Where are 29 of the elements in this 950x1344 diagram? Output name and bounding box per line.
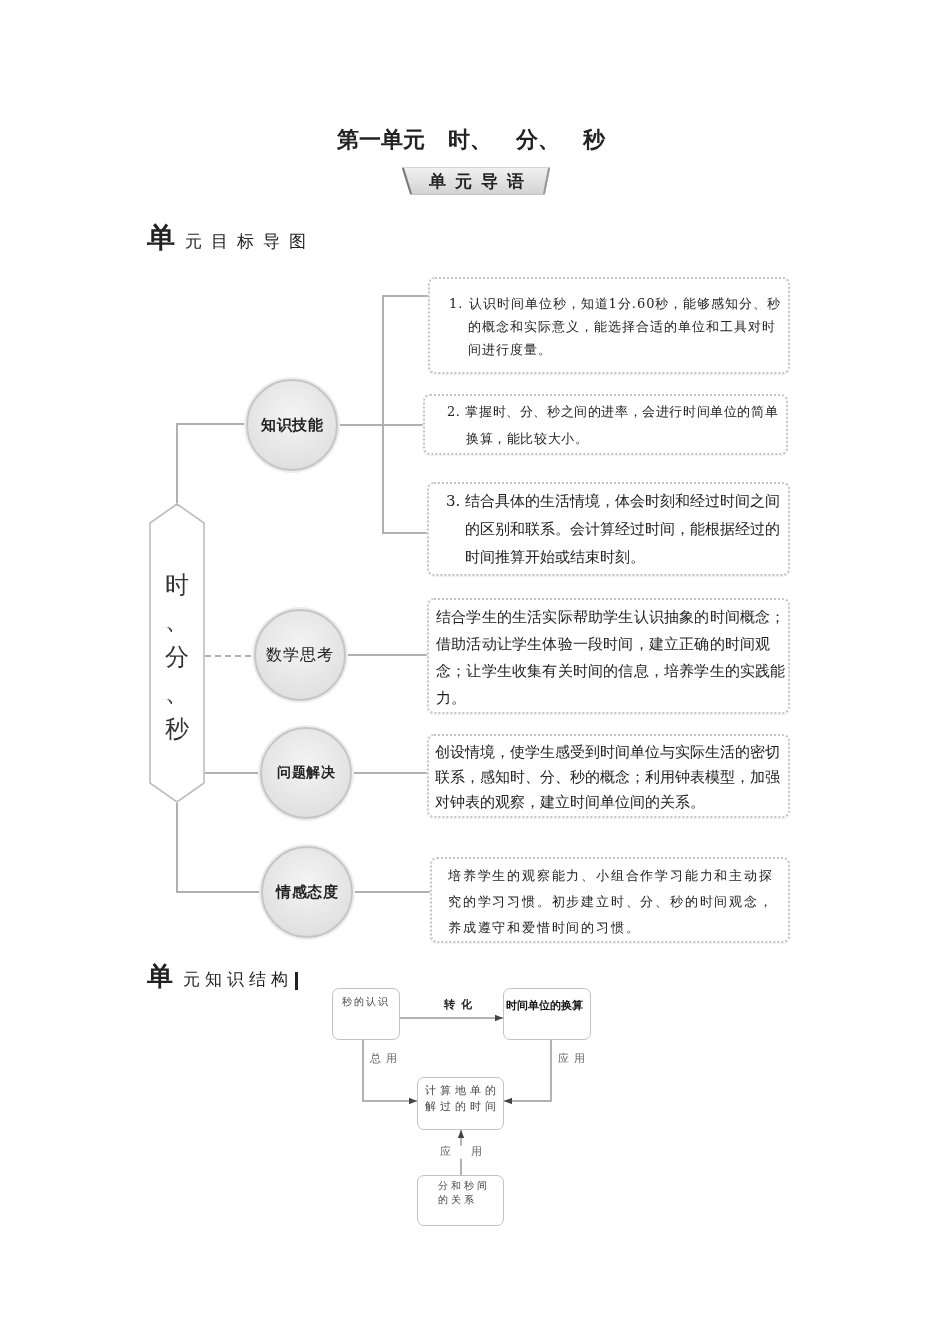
- connector-line: [352, 891, 431, 893]
- title: 第一单元 时、 分、 秒: [336, 127, 606, 153]
- text-box: 1. 认识时间单位秒，知道1分.60秒，能够感知分、秒的概念和实际意义，能选择合适的单位和工具对时间进行度量。: [428, 277, 790, 374]
- text-box: 培养学生的观察能力、小组合作学习能力和主动探究的学习习惯。初步建立时、分、秒的时间观念，养成遵守和爱惜时间的习惯。: [430, 857, 790, 943]
- rounded-box: 分和秒间的关系: [417, 1175, 504, 1226]
- connector-line: [176, 802, 262, 893]
- connector-line: [176, 423, 247, 504]
- topic-circle: 问题解决: [260, 727, 352, 819]
- topic-circle: 数学思考: [254, 609, 346, 701]
- topic-circle: 情感态度: [261, 846, 353, 938]
- connector-line: [351, 772, 428, 774]
- arrow: [362, 1039, 418, 1105]
- arrow: [503, 1039, 552, 1105]
- section-heading: 单元目标导图: [147, 222, 315, 256]
- section-heading: 单元知识结构: [147, 960, 293, 993]
- arrow: [399, 1014, 504, 1022]
- text-box: 2. 掌握时、分、秒之间的进率，会进行时间单位的简单换算，能比较大小。: [423, 394, 788, 455]
- connector-line: [345, 654, 428, 656]
- topic-circle: 知识技能: [246, 379, 338, 471]
- rounded-box: 计算地单的解过的时间: [417, 1077, 504, 1130]
- rounded-box: 秒的认识: [332, 988, 400, 1040]
- banner: 单元导语: [402, 167, 550, 195]
- text-box: 3. 结合具体的生活情境，体会时刻和经过时间之间的区别和联系。会计算经过时间，能根据经过的时间推算开始或结束时刻。: [427, 482, 790, 576]
- connector-line: [204, 772, 261, 774]
- hexagon-box: 时、分、秒: [149, 503, 205, 803]
- text-box: 创设情境，使学生感受到时间单位与实际生活的密切联系，感知时、分、秒的概念；利用钟表模型，加强对钟表的观察，建立时间单位间的关系。: [427, 734, 790, 818]
- text-box: 结合学生的生活实际帮助学生认识抽象的时间概念；借助活动让学生体验一段时间，建立正确的时间观念；让学生收集有关时间的信息，培养学生的实践能力。: [427, 598, 790, 714]
- connector-line: [337, 424, 428, 534]
- rounded-box: 时间单位的换算: [503, 988, 591, 1040]
